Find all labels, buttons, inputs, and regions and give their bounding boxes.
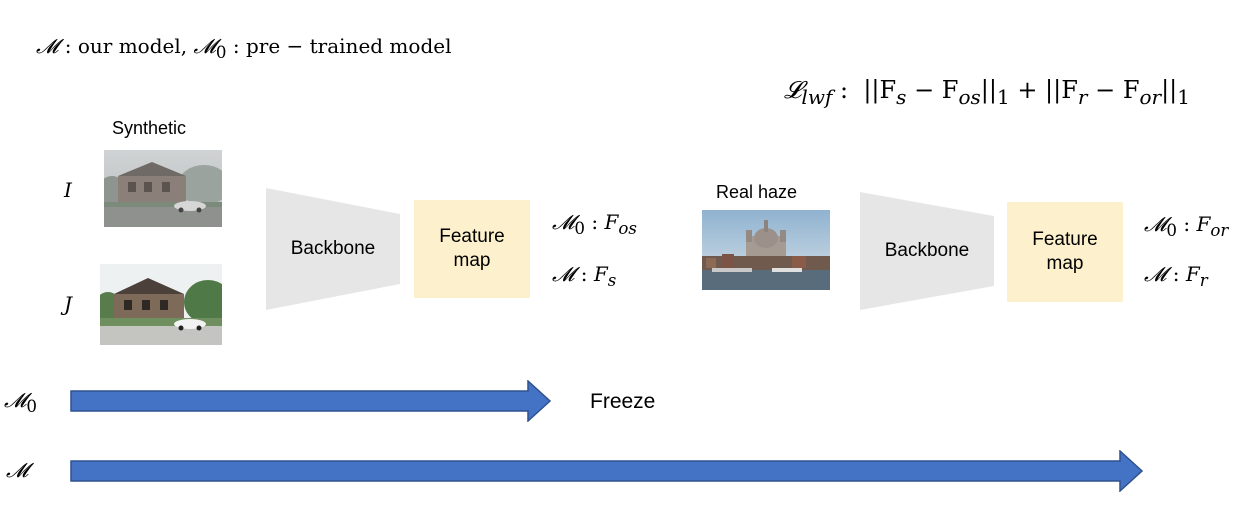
left-output-m0: 𝓜0 : Fos: [552, 210, 637, 238]
right-out-m-F: F: [1185, 262, 1200, 286]
right-output-m0: 𝓜0 : For: [1144, 212, 1229, 240]
feature-map-left-line2: map: [453, 250, 491, 271]
loss-one1: 1: [996, 84, 1010, 109]
synthetic-clear-image: [100, 264, 222, 345]
left-out-m0-sub: 0: [574, 219, 586, 238]
left-out-m0-F: F: [604, 210, 619, 234]
backbone-label-left: Backbone: [290, 238, 376, 259]
legend-colon-2: :: [232, 34, 240, 58]
left-out-m0-sym: 𝓜: [552, 210, 575, 234]
arrow-m0-sub: 0: [26, 397, 38, 416]
right-output-m: 𝓜 : Fr: [1144, 262, 1208, 290]
right-out-m0-Fsub: or: [1210, 221, 1229, 240]
loss-colon: :: [839, 76, 849, 104]
loss-formula: 𝓛lwf : ||Fs − Fos||1 + ||Fr − For||1: [784, 76, 1190, 109]
left-out-m-sym: 𝓜: [552, 262, 575, 286]
left-out-m-Fsub: s: [607, 271, 617, 290]
input-j-label: J: [64, 292, 73, 316]
backbone-shape-left: [266, 188, 400, 310]
loss-one2: 1: [1177, 84, 1190, 109]
loss-minus1: − F: [906, 76, 959, 104]
arrow-m0-sym: 𝓜: [4, 388, 27, 412]
loss-sub: lwf: [801, 84, 833, 109]
synthetic-title: Synthetic: [112, 118, 187, 138]
loss-p1: ||F: [863, 76, 897, 104]
backbone-shape-right: [860, 192, 994, 310]
loss-norm1: ||: [980, 76, 997, 104]
freeze-arrow: [70, 380, 552, 422]
right-out-m0-sub: 0: [1166, 221, 1178, 240]
real-haze-title: Real haze: [716, 182, 798, 202]
loss-symbol: 𝓛: [783, 76, 802, 104]
left-output-m: 𝓜 : Fs: [552, 262, 617, 290]
feature-map-left: Feature map: [414, 200, 530, 298]
legend-colon-1: :: [64, 34, 72, 58]
feature-map-right-line1: Feature: [1032, 229, 1098, 250]
pretrained-desc: pre − trained model: [245, 34, 452, 58]
loss-plus: + ||F: [1009, 76, 1078, 104]
loss-r-sub: r: [1077, 84, 1088, 109]
left-out-m0-Fsub: os: [618, 219, 637, 238]
freeze-label: Freeze: [590, 390, 656, 413]
model-desc: our model,: [77, 34, 188, 58]
synthetic-hazy-image: [104, 150, 222, 227]
arrow-m0-label: 𝓜0: [4, 388, 37, 416]
feature-map-left-line1: Feature: [439, 226, 505, 247]
real-haze-image: [702, 210, 830, 290]
arrow-m-sym: 𝓜: [6, 458, 29, 482]
input-i-label: I: [64, 178, 72, 202]
right-out-m-Fsub: r: [1199, 271, 1208, 290]
pretrained-sub: 0: [215, 43, 227, 62]
right-out-m-sym: 𝓜: [1144, 262, 1167, 286]
loss-minus2: − F: [1087, 76, 1140, 104]
train-arrow: [70, 450, 1144, 492]
right-out-m0-sym: 𝓜: [1144, 212, 1167, 236]
loss-or-sub: or: [1139, 84, 1162, 109]
loss-s-sub: s: [896, 84, 907, 109]
feature-map-right-line2: map: [1046, 253, 1084, 274]
left-out-m-F: F: [593, 262, 608, 286]
arrow-m-label: 𝓜: [6, 458, 28, 482]
backbone-label-right: Backbone: [884, 240, 970, 261]
right-out-m0-F: F: [1196, 212, 1211, 236]
loss-norm2: ||: [1161, 76, 1178, 104]
model-symbol: 𝓜: [36, 34, 59, 58]
legend: 𝓜 : our model, 𝓜0 : pre − trained model: [36, 34, 451, 62]
feature-map-right: Feature map: [1007, 202, 1123, 302]
loss-os-sub: os: [958, 84, 981, 109]
pretrained-symbol: 𝓜: [193, 34, 216, 58]
